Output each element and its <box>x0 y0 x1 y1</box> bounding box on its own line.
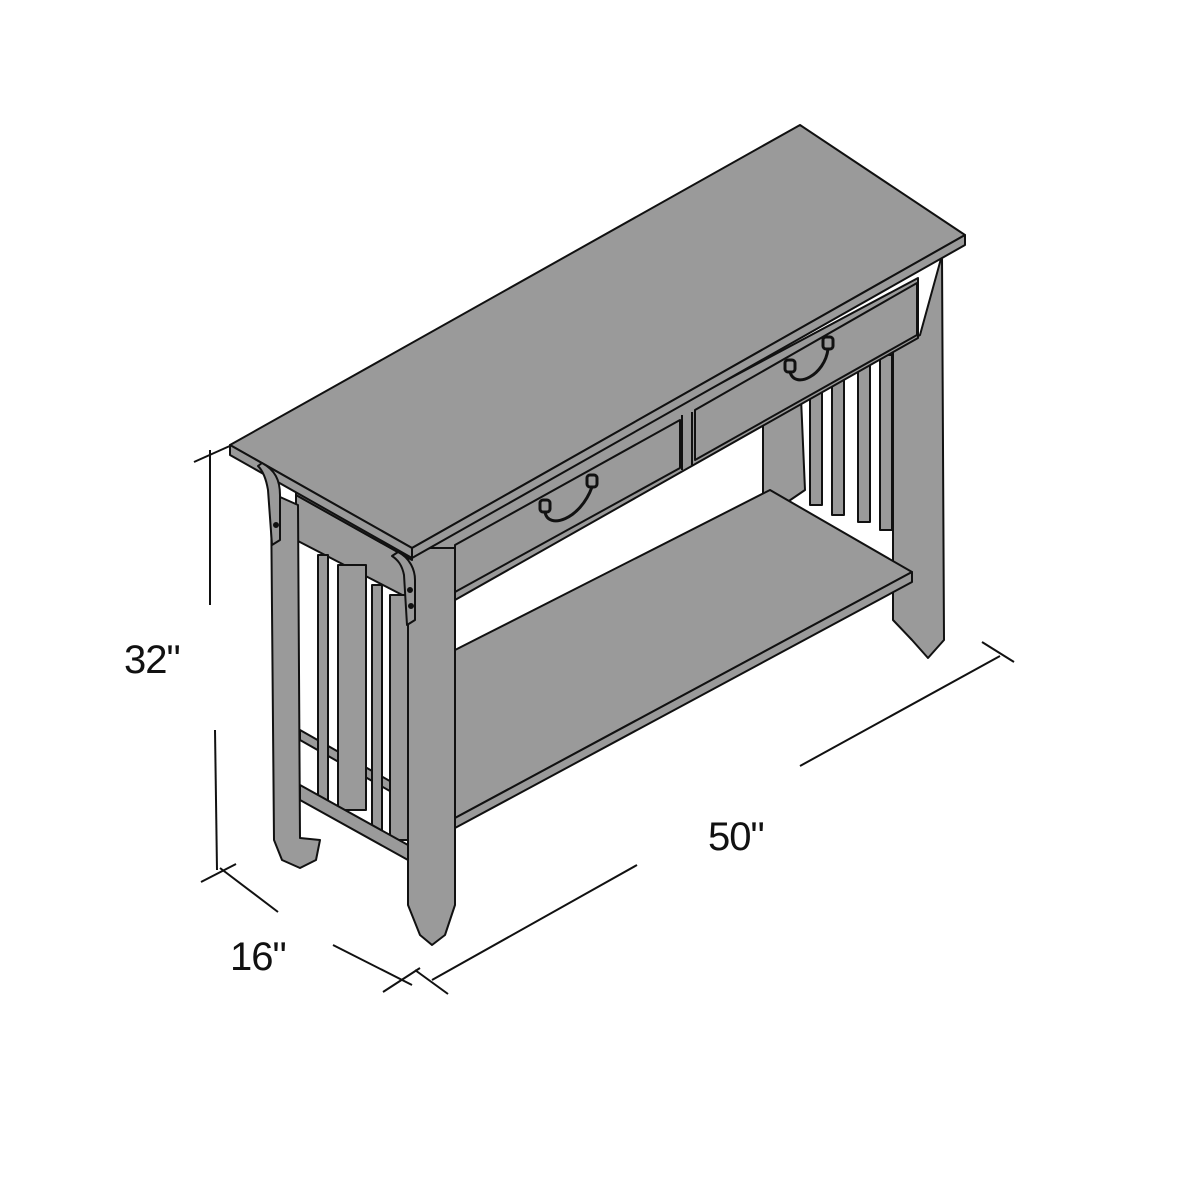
front-left-leg <box>270 492 321 869</box>
drawer-left <box>454 419 681 593</box>
drawer-handle-left <box>538 473 599 523</box>
depth-dimension-label: 16" <box>230 935 287 979</box>
table-top-side-edge <box>229 444 413 559</box>
left-side-slats <box>317 554 409 841</box>
width-dimension-line <box>414 641 1015 995</box>
depth-dimension-line <box>219 867 421 993</box>
height-dimension-line <box>193 444 237 883</box>
width-dimension-label: 50" <box>708 815 765 859</box>
back-right-leg <box>892 254 945 659</box>
drawer-handle-right <box>783 335 835 382</box>
drawer-right <box>694 282 918 461</box>
height-dimension-label: 32" <box>124 638 181 682</box>
